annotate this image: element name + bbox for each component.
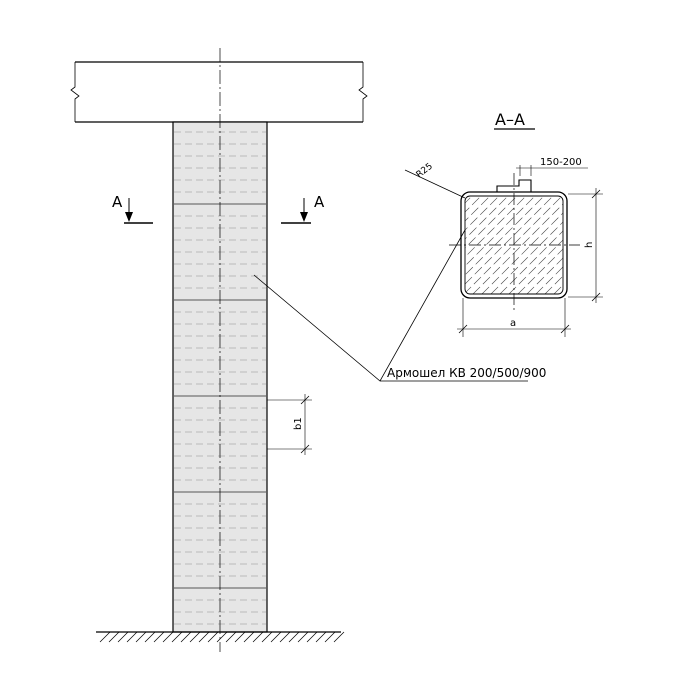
material-leader: Армошел КВ 200/500/900	[253, 229, 546, 382]
section-title: А–А	[495, 110, 525, 129]
section-a-a: А–А R25 150-200 h	[404, 110, 603, 337]
dimension-a-label: a	[510, 318, 516, 329]
radius-label: R25	[415, 162, 435, 181]
section-cut-left: А	[112, 193, 153, 224]
dimension-b1-label: b1	[293, 417, 304, 430]
cut-label-right: А	[314, 193, 325, 211]
material-label: Армошел КВ 200/500/900	[387, 366, 546, 380]
cut-label-left: А	[112, 193, 123, 211]
section-cut-right: А	[281, 193, 325, 224]
dimension-b1: b1	[267, 394, 312, 455]
overlap-label: 150-200	[540, 157, 582, 168]
dimension-h-label: h	[584, 242, 595, 248]
ground	[96, 631, 345, 643]
slab	[70, 61, 368, 123]
